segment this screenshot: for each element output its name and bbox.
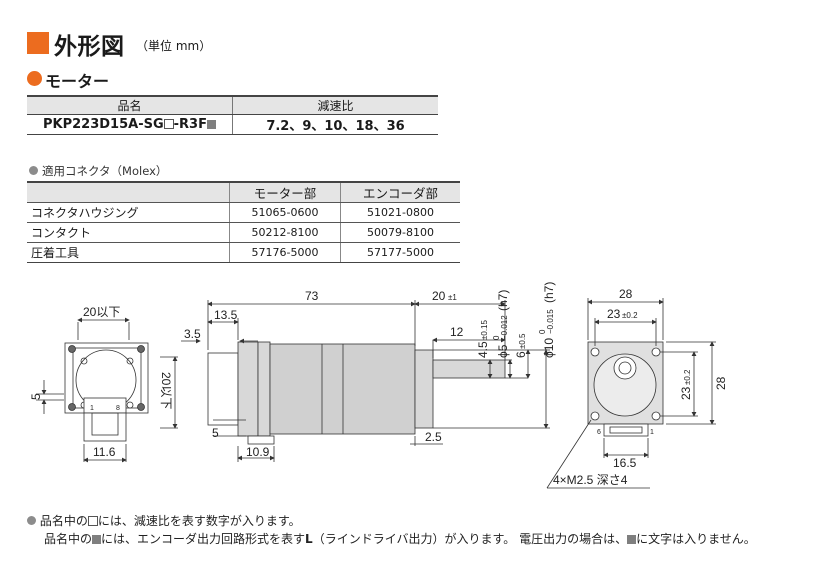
- dim-rear-28-side: 28: [714, 376, 728, 390]
- dim-front-5: 5: [29, 393, 43, 400]
- dim-shaft-5-tol-top: 0: [492, 335, 501, 340]
- ratio-values: 7.2、9、10、18、36: [232, 114, 438, 135]
- dim-side-3-5: 3.5: [184, 327, 201, 341]
- dim-side-2-5: 2.5: [425, 430, 442, 444]
- dim-rear-23-tol: ±0.2: [622, 311, 638, 320]
- encoder-part-value: 51021-0800: [340, 202, 460, 223]
- encoder-placeholder-box: [206, 120, 216, 129]
- dim-rear-23-side-tol: ±0.2: [683, 369, 692, 385]
- table-row: コネクタハウジング 51065-0600 51021-0800: [27, 202, 460, 223]
- dim-front-width: 20以下: [83, 305, 120, 319]
- motor-part-value: 51065-0600: [229, 202, 341, 223]
- model-name-cell: PKP223D15A-SG -R3F: [27, 114, 233, 135]
- connector-section-title: 適用コネクタ（Molex）: [42, 164, 168, 178]
- dim-rear-16-5: 16.5: [613, 456, 637, 470]
- model-table: 品名 減速比 PKP223D15A-SG -R3F 7.2、9、10、18、36: [27, 95, 438, 135]
- dim-shaft-5-tol-bot: −0.012: [500, 315, 509, 340]
- page-title: 外形図: [54, 34, 125, 60]
- note-2-mid: には、エンコーダ出力回路形式を表す: [101, 532, 306, 546]
- encoder-part-value: 50079-8100: [340, 222, 460, 243]
- model-name: PKP223D15A-SG: [43, 117, 164, 132]
- connector-header-blank: [27, 181, 230, 203]
- note-1: 品名中のには、減速比を表す数字が入ります。: [27, 512, 301, 529]
- model-col-header: 品名: [27, 95, 233, 115]
- ratio-placeholder-box: [163, 119, 174, 129]
- pin-8-label: 8: [116, 405, 120, 412]
- ratio-placeholder-box: [87, 516, 98, 526]
- note-1-pre: 品名中の: [39, 514, 88, 528]
- pin-1-label: 1: [90, 405, 94, 412]
- dim-shaft-5: ϕ5: [496, 344, 510, 358]
- dim-side-20: 20: [432, 289, 446, 303]
- title-accent-square: [27, 32, 49, 54]
- dim-shaft-10: ϕ10: [542, 338, 556, 358]
- motor-part-value: 57176-5000: [229, 242, 341, 263]
- motor-part-header: モーター部: [229, 181, 341, 203]
- note-2-pre: 品名中の: [44, 532, 93, 546]
- model-row: PKP223D15A-SG -R3F 7.2、9、10、18、36: [27, 114, 438, 135]
- dim-side-13-5: 13.5: [214, 308, 238, 322]
- connector-table-header: モーター部 エンコーダ部: [27, 181, 460, 203]
- dim-shaft-10-fit: (h7): [542, 282, 556, 303]
- table-row: コンタクト 50212-8100 50079-8100: [27, 222, 460, 243]
- connector-table: モーター部 エンコーダ部 コネクタハウジング 51065-0600 51021-…: [27, 181, 460, 263]
- connector-bullet-icon: [29, 166, 38, 175]
- model-name-mid: -R3F: [173, 117, 207, 132]
- dim-shaft-5-fit: (h7): [496, 290, 510, 311]
- pin-1b-label: 1: [650, 429, 654, 436]
- row-label: 圧着工具: [27, 242, 230, 263]
- dim-shaft-6: 6: [514, 351, 528, 358]
- dim-side-12: 12: [450, 325, 464, 339]
- motor-section-title: モーター: [45, 72, 110, 91]
- dim-shaft-10-tol-bot: −0.015: [546, 309, 555, 334]
- dimension-drawing: 20以下 20以下 5 11.6 1 8 73 13.5 3.5 20 ±1 1…: [29, 282, 728, 489]
- side-view: [181, 300, 550, 462]
- dim-side-20-tol: ±1: [448, 293, 457, 302]
- rear-view: [546, 298, 716, 489]
- row-label: コンタクト: [27, 222, 230, 243]
- row-label: コネクタハウジング: [27, 202, 230, 223]
- encoder-part-header: エンコーダ部: [340, 181, 460, 203]
- model-table-header: 品名 減速比: [27, 95, 438, 115]
- table-row: 圧着工具 57176-5000 57177-5000: [27, 242, 460, 263]
- dim-rear-23-side: 23: [679, 386, 693, 400]
- note-1-post: には、減速比を表す数字が入ります。: [97, 514, 301, 528]
- pin-6-label: 6: [597, 429, 601, 436]
- dim-side-10-9: 10.9: [246, 445, 270, 459]
- dim-side-4-5-tol: ±0.15: [480, 319, 489, 340]
- dim-rear-23-top: 23: [607, 307, 621, 321]
- motor-bullet-icon: [27, 71, 42, 86]
- dim-shaft-10-tol-top: 0: [538, 329, 547, 334]
- note-bullet-icon: [27, 516, 36, 525]
- dim-rear-28-top: 28: [619, 287, 633, 301]
- unit-label: （単位 mm）: [136, 39, 212, 53]
- note-2-bold: L: [305, 532, 313, 546]
- dim-side-total: 73: [305, 289, 319, 303]
- encoder-placeholder-box: [92, 535, 102, 544]
- front-view: [36, 317, 178, 463]
- note-2-mid2: （ラインドライバ出力）が入ります。 電圧出力の場合は、: [312, 532, 628, 546]
- note-2-post: に文字は入りません。: [636, 532, 756, 546]
- dim-rear-screw: 4×M2.5 深さ4: [553, 473, 628, 487]
- encoder-part-value: 57177-5000: [340, 242, 460, 263]
- dim-side-4-5: 4.5: [476, 341, 490, 358]
- dim-shaft-6-tol: ±0.5: [518, 333, 527, 349]
- dim-front-height: 20以下: [159, 372, 173, 409]
- motor-part-value: 50212-8100: [229, 222, 341, 243]
- encoder-placeholder-box: [627, 535, 637, 544]
- dim-side-5: 5: [212, 426, 219, 440]
- ratio-col-header: 減速比: [232, 95, 438, 115]
- note-2: 品名中のには、エンコーダ出力回路形式を表すL（ラインドライバ出力）が入ります。 …: [44, 530, 756, 547]
- dim-front-bottom: 11.6: [93, 445, 116, 459]
